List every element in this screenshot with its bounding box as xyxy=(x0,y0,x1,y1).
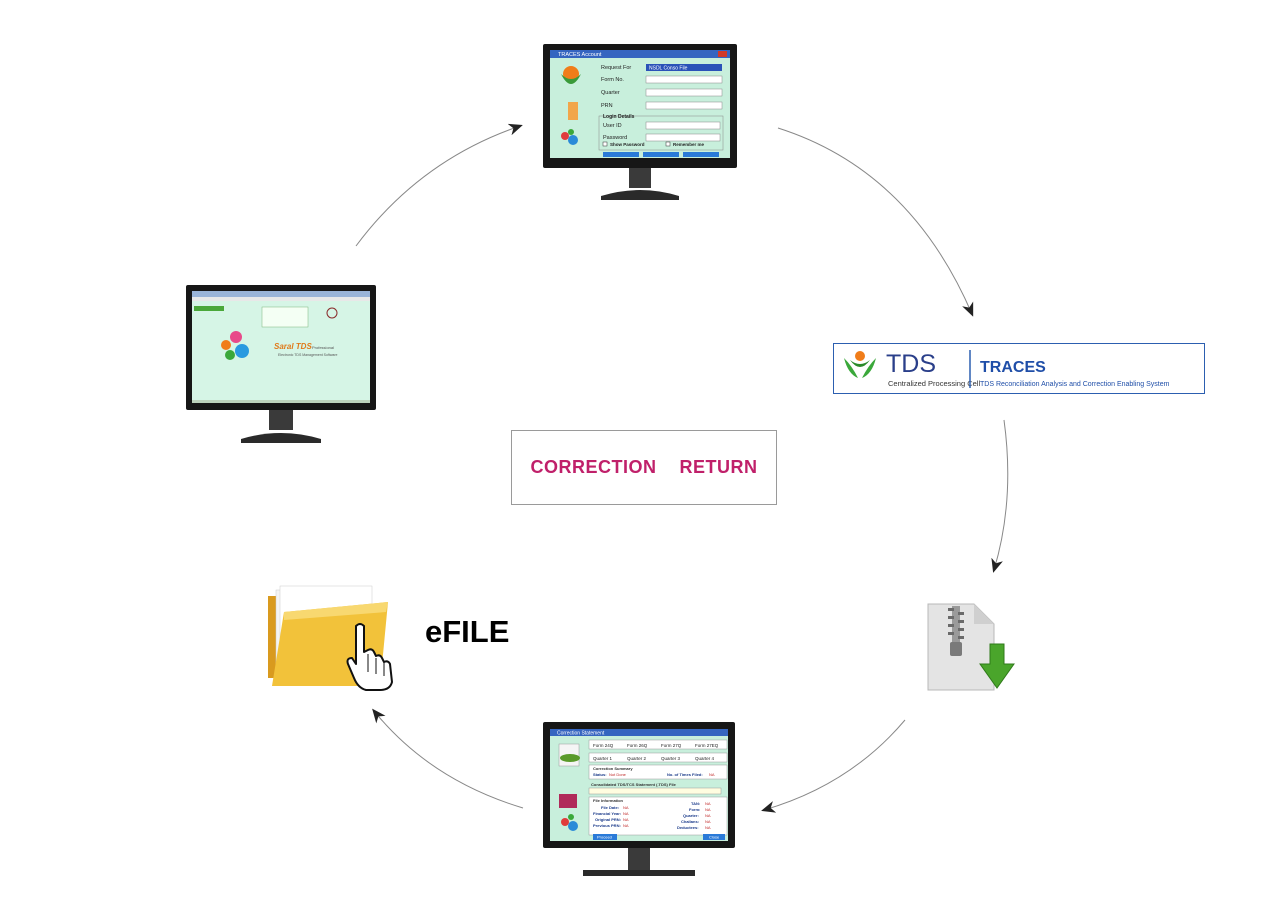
form-no-label: Form No. xyxy=(601,77,624,83)
summary-label: Correction Summary xyxy=(593,766,633,771)
arrow-bottom-to-efile xyxy=(372,708,524,809)
arrow-zip-to-bottom xyxy=(761,719,906,813)
password-label: Password xyxy=(603,135,627,141)
arrow-right-to-zip xyxy=(991,419,1009,573)
software-brand: Saral TDS xyxy=(274,342,312,351)
challans-label: Challans: xyxy=(681,819,699,824)
na-value-9: NA xyxy=(705,825,711,830)
close-button[interactable] xyxy=(703,834,725,840)
cpc-text: Centralized Processing Cell xyxy=(888,379,980,388)
quarter-option-2: Quarter 2 xyxy=(627,756,647,761)
na-value-5: NA xyxy=(705,801,711,806)
software-monitor: Saral TDS Professional Electronic TDS Ma… xyxy=(186,285,376,443)
traces-banner: TDS Centralized Processing Cell TRACES T… xyxy=(833,343,1205,394)
na-value-6: NA xyxy=(705,807,711,812)
proceed-label: Proceed xyxy=(597,835,612,840)
quarter-option-4: Quarter 4 xyxy=(695,756,715,761)
file-info-label: File Information xyxy=(593,798,624,803)
na-value-4: NA xyxy=(623,823,629,828)
correction-window-title: Correction Statement xyxy=(557,731,605,737)
software-tagline: Electronic TDS Management Software xyxy=(278,353,338,357)
quarter-label: Quarter xyxy=(601,90,620,96)
form-option-1: Form 24Q xyxy=(593,743,614,748)
traces-login-monitor: TRACES Account Request For NSDL Conso Fi… xyxy=(543,44,737,200)
form-option-4: Form 27EQ xyxy=(695,743,719,748)
financial-year-label: Financial Year: xyxy=(593,811,621,816)
remember-me-label: Remember me xyxy=(673,142,705,147)
form-label: Form: xyxy=(689,807,700,812)
tds-text: TDS xyxy=(886,350,936,378)
form-option-3: Form 27Q xyxy=(661,743,682,748)
efile-label: eFILE xyxy=(425,614,510,649)
software-brand-suffix: Professional xyxy=(312,345,334,350)
close-label: Close xyxy=(709,835,720,840)
form-option-2: Form 26Q xyxy=(627,743,648,748)
correction-return-box: CORRECTION RETURN xyxy=(511,430,777,505)
times-filed-value: NA xyxy=(709,772,715,777)
proceed-button[interactable] xyxy=(593,834,617,840)
folder-efile-icon xyxy=(268,585,393,691)
show-password-label: Show Password xyxy=(610,142,645,147)
traces-title: TRACES xyxy=(980,359,1046,376)
na-value-1: NA xyxy=(623,805,629,810)
traces-subtitle: TDS Reconciliation Analysis and Correcti… xyxy=(980,381,1170,388)
arrow-top-to-right xyxy=(777,127,974,317)
tan-label: TAN: xyxy=(691,801,700,806)
times-filed-label: No. of Times Filed: xyxy=(667,772,703,777)
quarter-field-label: Quarter: xyxy=(683,813,699,818)
quarter-option-3: Quarter 3 xyxy=(661,756,681,761)
original-prn-label: Original PRN: xyxy=(595,817,621,822)
deductees-label: Deductees: xyxy=(677,825,699,830)
hand-cursor-icon xyxy=(346,623,393,691)
status-label: Status: xyxy=(593,772,607,777)
consolidated-label: Consolidated TDS/TCS Statement (.TDS) Fi… xyxy=(591,782,677,787)
correction-monitor: Correction Statement Form 24Q Form 26Q F… xyxy=(543,722,735,876)
file-date-label: File Date: xyxy=(601,805,619,810)
login-window-title: TRACES Account xyxy=(558,52,602,58)
traces-banner-graphic: TDS Centralized Processing Cell TRACES T… xyxy=(844,350,1170,388)
login-details-label: Login Details xyxy=(603,114,635,120)
quarter-option-1: Quarter 1 xyxy=(593,756,613,761)
user-id-label: User ID xyxy=(603,123,622,129)
previous-prn-label: Previous PRN: xyxy=(593,823,621,828)
arrow-left-to-top xyxy=(355,123,523,247)
request-for-label: Request For xyxy=(601,65,631,71)
correction-return-label: CORRECTION RETURN xyxy=(530,457,758,477)
na-value-7: NA xyxy=(705,813,711,818)
prn-label: PRN xyxy=(601,103,613,109)
na-value-8: NA xyxy=(705,819,711,824)
zip-download-icon xyxy=(927,603,1015,691)
request-for-value: NSDL Conso File xyxy=(649,66,688,72)
na-value-3: NA xyxy=(623,817,629,822)
na-value-2: NA xyxy=(623,811,629,816)
request-for-select[interactable] xyxy=(646,64,722,71)
status-value: Not Done xyxy=(609,772,627,777)
